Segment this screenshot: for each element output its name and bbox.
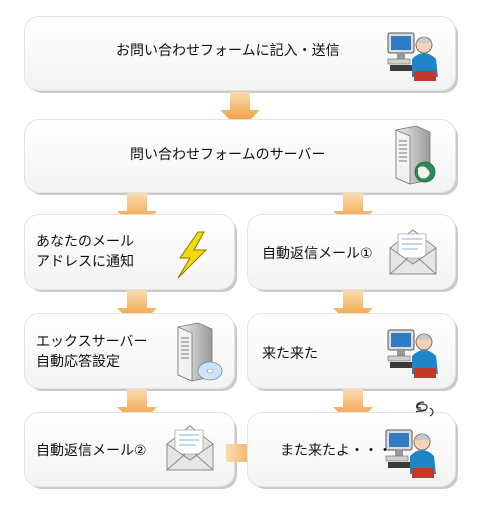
step-autoreply-2-label: 自動返信メール② bbox=[36, 443, 147, 459]
server-cd-icon bbox=[177, 322, 223, 382]
envelope-icon bbox=[166, 425, 214, 471]
step-form-server bbox=[25, 120, 455, 192]
server-globe-icon bbox=[395, 125, 436, 185]
arrow-down bbox=[220, 92, 260, 130]
lightning-icon bbox=[177, 231, 208, 279]
step-notify-label: あなたのメール アドレスに通知 bbox=[36, 234, 134, 270]
arrow-down-left bbox=[117, 389, 157, 427]
step-xserver-label: エックスサーバー 自動応答設定 bbox=[36, 334, 148, 370]
step-contact-form bbox=[25, 17, 455, 90]
arrow-down-left bbox=[117, 290, 157, 328]
envelope-icon bbox=[389, 229, 437, 275]
arrow-down-right bbox=[333, 290, 373, 328]
arrow-down-left bbox=[117, 193, 157, 231]
frustrated-person-icon bbox=[385, 401, 436, 478]
person-at-computer-icon bbox=[387, 32, 438, 81]
step-contact-form-label: お問い合わせフォームに記入・送信 bbox=[116, 43, 340, 59]
person-at-computer-icon bbox=[387, 329, 438, 378]
arrow-down-right bbox=[333, 193, 373, 231]
step-came-label: 来た来た bbox=[262, 346, 318, 362]
step-autoreply-1-label: 自動返信メール① bbox=[262, 246, 373, 262]
step-came-again-label: また来たよ・・・ bbox=[280, 443, 392, 459]
step-form-server-label: 問い合わせフォームのサーバー bbox=[130, 147, 326, 163]
arrow-down-right bbox=[333, 389, 373, 427]
